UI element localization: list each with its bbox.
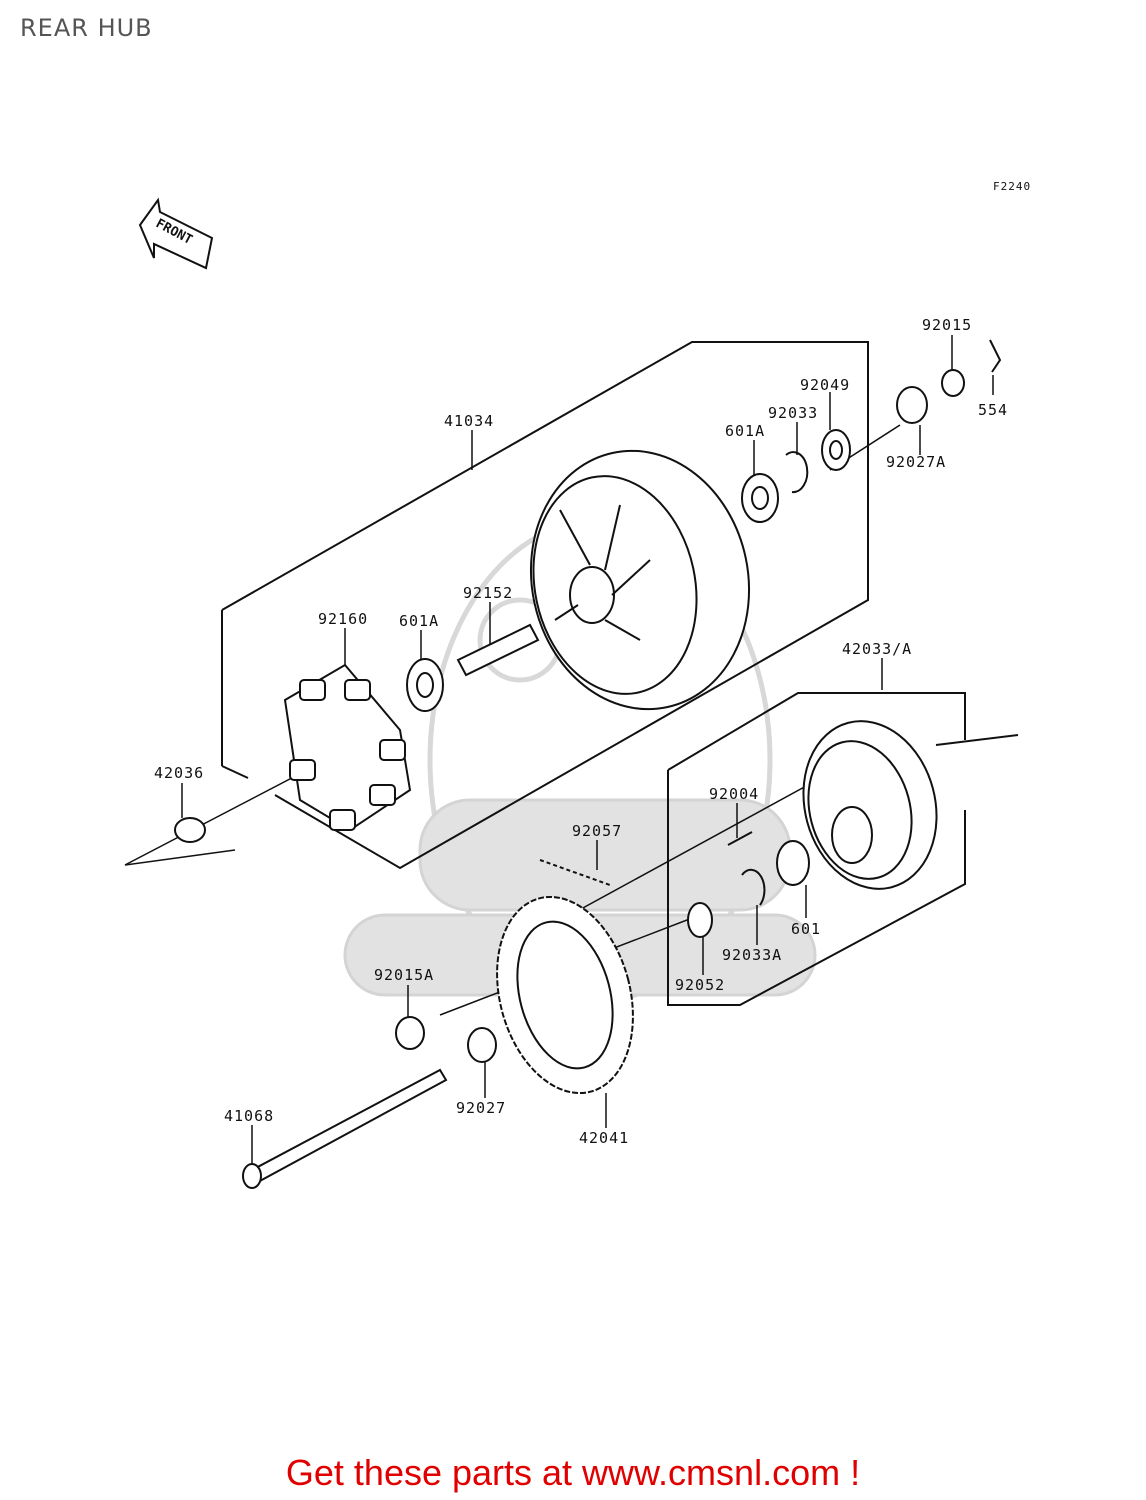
rear-sprocket: [496, 895, 634, 1095]
label-92027a: 92027A: [886, 453, 946, 471]
chain-link-92057: [539, 859, 611, 886]
bearing-601: [776, 840, 810, 886]
label-601a-top: 601A: [725, 422, 765, 440]
label-601a: 601A: [399, 612, 439, 630]
label-92033: 92033: [768, 404, 818, 422]
label-92160: 92160: [318, 610, 368, 628]
promo-link[interactable]: Get these parts at www.cmsnl.com !: [285, 1452, 861, 1493]
circlip-92033: [785, 451, 809, 494]
collar-92027a: [896, 386, 928, 424]
axis-hub: [569, 772, 831, 916]
nut-92015a: [395, 1016, 425, 1050]
stud-92004: [727, 831, 753, 846]
wheel-group-box-tick: [221, 765, 249, 779]
label-92052: 92052: [675, 976, 725, 994]
hub-group-box: [667, 692, 966, 771]
label-601: 601: [791, 920, 821, 938]
label-92027: 92027: [456, 1099, 506, 1117]
figure-code: F2240: [993, 180, 1031, 193]
axle-41068: [250, 1068, 448, 1184]
label-92015a: 92015A: [374, 966, 434, 984]
label-92057: 92057: [572, 822, 622, 840]
front-arrow-icon: FRONT: [138, 197, 214, 270]
rear-wheel: [529, 449, 751, 711]
collar-42036: [174, 817, 206, 843]
label-554: 554: [978, 401, 1008, 419]
label-41034: 41034: [444, 412, 494, 430]
label-92015: 92015: [922, 316, 972, 334]
hub-damper: [283, 663, 412, 832]
axle-axis-tip: [124, 849, 236, 866]
circlip-92033a: [741, 868, 766, 906]
label-92152: 92152: [463, 584, 513, 602]
label-41068: 41068: [224, 1107, 274, 1125]
label-42041: 42041: [579, 1129, 629, 1147]
cotter-pin-554: [989, 339, 1002, 373]
sprocket-hub: [802, 720, 938, 890]
label-92049: 92049: [800, 376, 850, 394]
washer-92052: [687, 902, 713, 938]
label-42036: 42036: [154, 764, 204, 782]
collar-92027: [467, 1027, 497, 1063]
nut-92015: [941, 369, 965, 397]
hub-axis-right: [935, 734, 1019, 746]
spacer-92152: [456, 623, 540, 677]
label-42033a: 42033/A: [842, 640, 912, 658]
label-92004: 92004: [709, 785, 759, 803]
label-92033a: 92033A: [722, 946, 782, 964]
wheel-group-box: [221, 341, 869, 870]
page-title: REAR HUB: [20, 14, 153, 42]
